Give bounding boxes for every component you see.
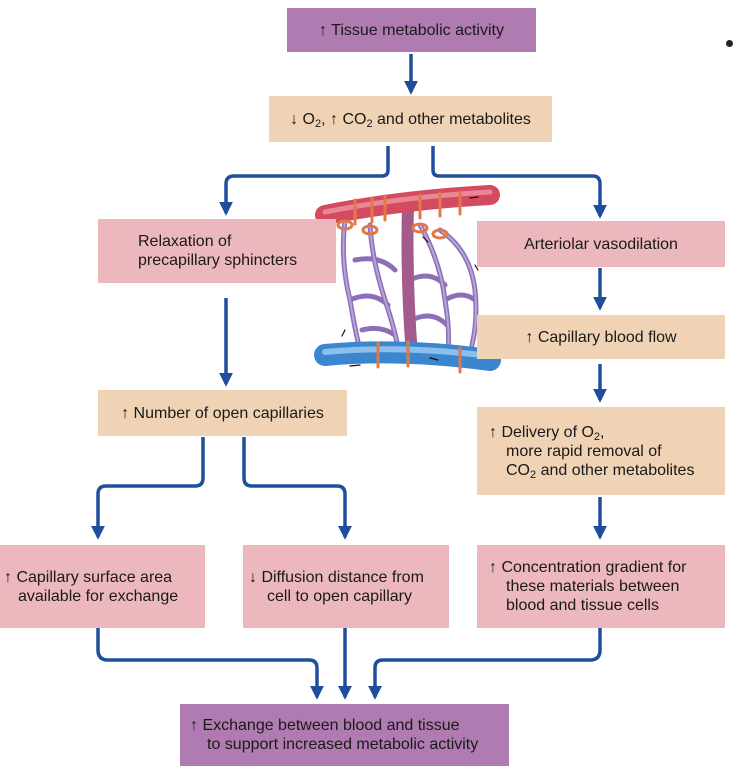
bullet-dot: [726, 40, 733, 47]
node-relaxation-precapillary-sphincters: Relaxation of precapillary sphincters: [98, 219, 336, 283]
label-line: ↑ Capillary surface area: [4, 568, 173, 586]
node-label: ↓ O2, ↑ CO2 and other metabolites: [290, 110, 531, 130]
node-tissue-metabolic-activity: ↑ Tissue metabolic activity: [287, 8, 536, 52]
node-label: ↓ Diffusion distance from cell to open c…: [249, 568, 424, 606]
node-arteriolar-vasodilation: Arteriolar vasodilation: [477, 221, 725, 267]
label-part: ↑ Delivery of O: [489, 423, 594, 441]
node-number-open-capillaries: ↑ Number of open capillaries: [98, 390, 347, 436]
node-exchange-blood-tissue: ↑ Exchange between blood and tissue to s…: [180, 704, 509, 766]
node-label: ↑ Concentration gradient for these mater…: [489, 558, 686, 615]
label-line: more rapid removal of: [506, 442, 662, 460]
label-part: and other metabolites: [372, 110, 531, 128]
node-label: ↑ Delivery of O2, more rapid removal of …: [489, 423, 695, 481]
label-line: to support increased metabolic activity: [207, 736, 479, 753]
arrow-open-capillaries-to-diffusion: [242, 437, 352, 540]
arrow-surface-area-to-exchange: [96, 628, 324, 700]
arrow-metabolites-to-vasodilation: [431, 146, 607, 219]
label-part: ,: [600, 423, 605, 441]
node-label: Arteriolar vasodilation: [524, 235, 678, 253]
node-label: ↑ Exchange between blood and tissue to s…: [190, 716, 478, 754]
node-diffusion-distance: ↓ Diffusion distance from cell to open c…: [243, 545, 449, 628]
label-line: available for exchange: [18, 587, 179, 605]
label-part: , ↑ CO: [321, 110, 367, 128]
node-label: ↑ Tissue metabolic activity: [319, 21, 504, 39]
label-line: blood and tissue cells: [506, 597, 659, 614]
label-line: cell to open capillary: [267, 587, 412, 605]
label-line: ↑ Concentration gradient for: [489, 559, 687, 576]
node-delivery-o2: ↑ Delivery of O2, more rapid removal of …: [477, 407, 725, 495]
subscript: 2: [530, 468, 537, 481]
node-capillary-surface-area: ↑ Capillary surface area available for e…: [0, 545, 205, 628]
arrow-open-capillaries-to-surface-area: [91, 437, 205, 540]
node-concentration-gradient: ↑ Concentration gradient for these mater…: [477, 545, 725, 628]
node-capillary-blood-flow: ↑ Capillary blood flow: [477, 315, 725, 359]
arrow-gradient-to-exchange: [368, 628, 602, 700]
label-line: these materials between: [506, 578, 680, 595]
node-label: Relaxation of precapillary sphincters: [138, 232, 297, 270]
label-line: ↑ Exchange between blood and tissue: [190, 717, 460, 734]
label-line: Relaxation of: [138, 233, 232, 250]
label-part: CO: [506, 461, 530, 479]
arrow-metabolites-to-relaxation: [219, 146, 390, 216]
label-part: ↓ O: [290, 110, 315, 128]
label-line: ↓ Diffusion distance from: [249, 568, 424, 586]
subscript: 2: [314, 117, 322, 130]
node-metabolites: ↓ O2, ↑ CO2 and other metabolites: [269, 96, 552, 142]
label-line: precapillary sphincters: [138, 252, 298, 269]
subscript: 2: [593, 430, 601, 443]
node-label: ↑ Capillary blood flow: [525, 328, 677, 346]
label-part: and other metabolites: [536, 461, 695, 479]
node-label: ↑ Number of open capillaries: [121, 404, 324, 422]
subscript: 2: [366, 117, 373, 130]
node-label: ↑ Capillary surface area available for e…: [4, 568, 178, 606]
